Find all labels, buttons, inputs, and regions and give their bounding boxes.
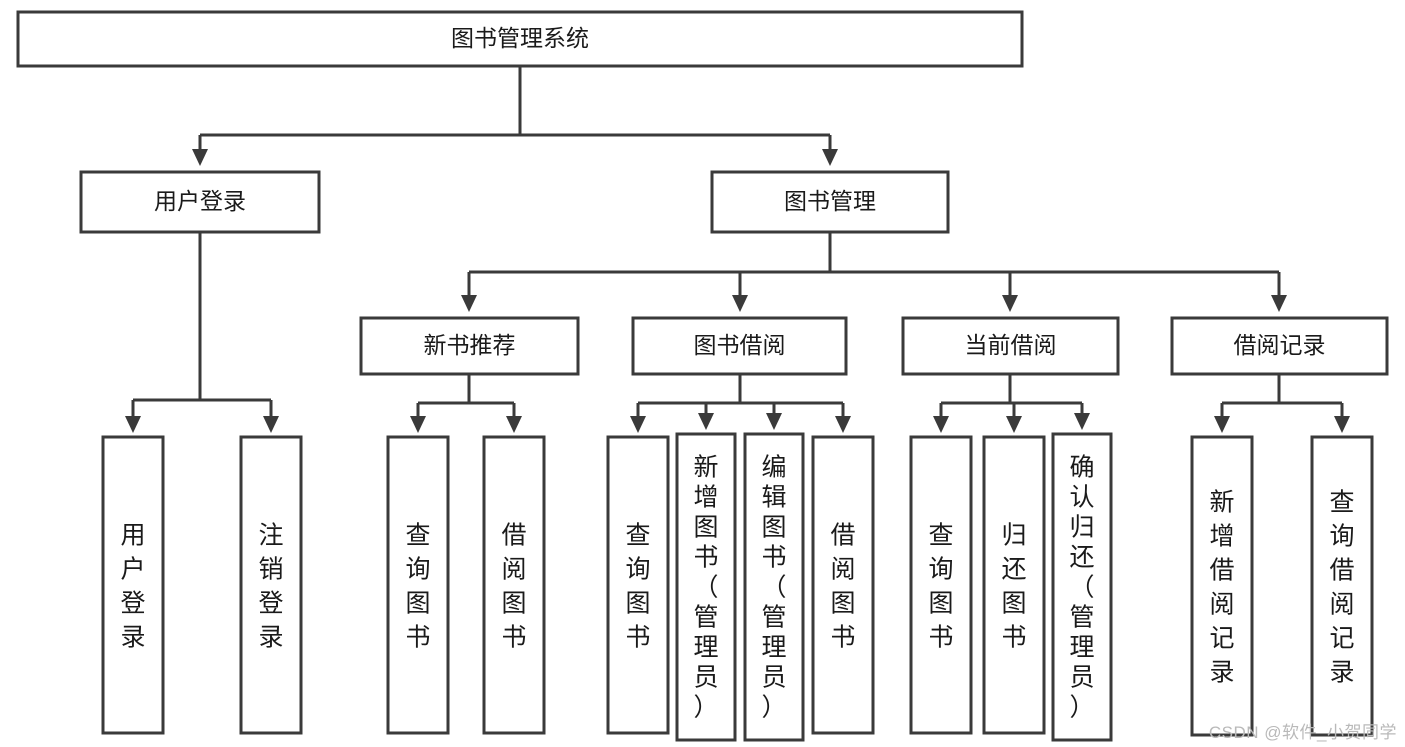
arrow-head-icon: [732, 295, 748, 312]
node-label-leaf-confirm-return: 确认归还（管理员）: [1069, 453, 1094, 721]
arrow-head-icon: [1271, 295, 1287, 312]
node-current-borrow[interactable]: 当前借阅: [901, 316, 1120, 376]
node-label-current-borrow: 当前借阅: [965, 332, 1057, 358]
node-box-borrow-record[interactable]: [1170, 316, 1389, 376]
node-label-book-borrow: 图书借阅: [694, 332, 786, 358]
arrow-head-icon: [263, 416, 279, 433]
node-borrow-record[interactable]: 借阅记录: [1170, 316, 1389, 376]
node-leaf-query-book-1[interactable]: 查询图书: [386, 435, 450, 735]
node-box-user-login[interactable]: [79, 170, 321, 234]
node-box-book-manage[interactable]: [710, 170, 950, 234]
connector-bus-current-borrow: [941, 374, 1082, 405]
node-box-leaf-user-login[interactable]: [101, 435, 165, 735]
connector-bus-user-login: [133, 232, 271, 402]
connector-bus-book-manage: [469, 232, 1279, 274]
node-box-leaf-query-record[interactable]: [1310, 435, 1374, 737]
arrow-head-icon: [698, 413, 714, 430]
node-leaf-edit-book[interactable]: 编辑图书（管理员）: [743, 432, 805, 742]
arrow-head-icon: [1006, 416, 1022, 433]
node-book-borrow[interactable]: 图书借阅: [631, 316, 848, 376]
node-box-leaf-add-book[interactable]: [675, 432, 737, 742]
arrow-head-icon: [835, 416, 851, 433]
node-label-leaf-user-login: 用户登录: [120, 522, 145, 652]
node-box-current-borrow[interactable]: [901, 316, 1120, 376]
node-box-leaf-query-book-3[interactable]: [909, 435, 973, 735]
arrow-head-icon: [630, 416, 646, 433]
node-box-leaf-edit-book[interactable]: [743, 432, 805, 742]
node-label-leaf-query-book-2: 查询图书: [625, 522, 650, 652]
node-box-book-borrow[interactable]: [631, 316, 848, 376]
node-leaf-user-login[interactable]: 用户登录: [101, 435, 165, 735]
node-root[interactable]: 图书管理系统: [16, 10, 1024, 68]
node-label-leaf-add-book: 新增图书（管理员）: [693, 453, 718, 721]
node-leaf-add-record[interactable]: 新增借阅记录: [1190, 435, 1254, 737]
node-box-new-book-rec[interactable]: [359, 316, 580, 376]
arrow-head-icon: [125, 416, 141, 433]
node-box-leaf-borrow-book-1[interactable]: [482, 435, 546, 735]
node-label-new-book-rec: 新书推荐: [424, 332, 516, 358]
node-label-borrow-record: 借阅记录: [1234, 332, 1326, 358]
arrow-head-icon: [1214, 416, 1230, 433]
node-layer: 图书管理系统用户登录图书管理新书推荐图书借阅当前借阅借阅记录用户登录注销登录查询…: [16, 10, 1389, 742]
node-leaf-confirm-return[interactable]: 确认归还（管理员）: [1051, 432, 1113, 742]
connector-bus-root: [200, 66, 830, 137]
arrow-head-icon: [1074, 413, 1090, 430]
arrow-head-icon: [933, 416, 949, 433]
node-label-leaf-borrow-book-2: 借阅图书: [830, 522, 855, 652]
node-label-leaf-edit-book: 编辑图书（管理员）: [761, 453, 786, 721]
node-label-leaf-add-record: 新增借阅记录: [1209, 489, 1234, 687]
node-leaf-query-book-2[interactable]: 查询图书: [606, 435, 670, 735]
node-label-root: 图书管理系统: [451, 25, 589, 51]
arrow-head-icon: [1002, 295, 1018, 312]
node-leaf-return-book[interactable]: 归还图书: [982, 435, 1046, 735]
arrow-head-icon: [822, 149, 838, 166]
arrow-head-icon: [1334, 416, 1350, 433]
node-leaf-logout[interactable]: 注销登录: [239, 435, 303, 735]
node-label-leaf-return-book: 归还图书: [1001, 522, 1026, 652]
node-leaf-borrow-book-2[interactable]: 借阅图书: [811, 435, 875, 735]
node-label-book-manage: 图书管理: [784, 188, 876, 214]
node-label-leaf-logout: 注销登录: [258, 522, 283, 652]
arrow-head-icon: [506, 416, 522, 433]
arrow-head-icon: [410, 416, 426, 433]
connector-bus-book-borrow: [638, 374, 843, 405]
node-label-leaf-query-book-3: 查询图书: [928, 522, 953, 652]
arrow-head-icon: [766, 413, 782, 430]
node-box-root[interactable]: [16, 10, 1024, 68]
connector-bus-borrow-record: [1222, 374, 1342, 405]
node-box-leaf-add-record[interactable]: [1190, 435, 1254, 737]
node-book-manage[interactable]: 图书管理: [710, 170, 950, 234]
node-box-leaf-query-book-1[interactable]: [386, 435, 450, 735]
node-box-leaf-query-book-2[interactable]: [606, 435, 670, 735]
arrow-head-icon: [192, 149, 208, 166]
node-leaf-query-record[interactable]: 查询借阅记录: [1310, 435, 1374, 737]
node-box-leaf-confirm-return[interactable]: [1051, 432, 1113, 742]
arrow-layer: [125, 149, 1350, 433]
connector-bus-new-book-rec: [418, 374, 514, 405]
node-box-leaf-borrow-book-2[interactable]: [811, 435, 875, 735]
node-label-leaf-borrow-book-1: 借阅图书: [501, 522, 526, 652]
node-label-user-login: 用户登录: [154, 188, 246, 214]
node-leaf-query-book-3[interactable]: 查询图书: [909, 435, 973, 735]
node-box-leaf-logout[interactable]: [239, 435, 303, 735]
node-label-leaf-query-record: 查询借阅记录: [1329, 489, 1354, 687]
node-leaf-borrow-book-1[interactable]: 借阅图书: [482, 435, 546, 735]
node-label-leaf-query-book-1: 查询图书: [405, 522, 430, 652]
node-user-login[interactable]: 用户登录: [79, 170, 321, 234]
node-box-leaf-return-book[interactable]: [982, 435, 1046, 735]
arrow-head-icon: [461, 295, 477, 312]
node-leaf-add-book[interactable]: 新增图书（管理员）: [675, 432, 737, 742]
node-new-book-rec[interactable]: 新书推荐: [359, 316, 580, 376]
